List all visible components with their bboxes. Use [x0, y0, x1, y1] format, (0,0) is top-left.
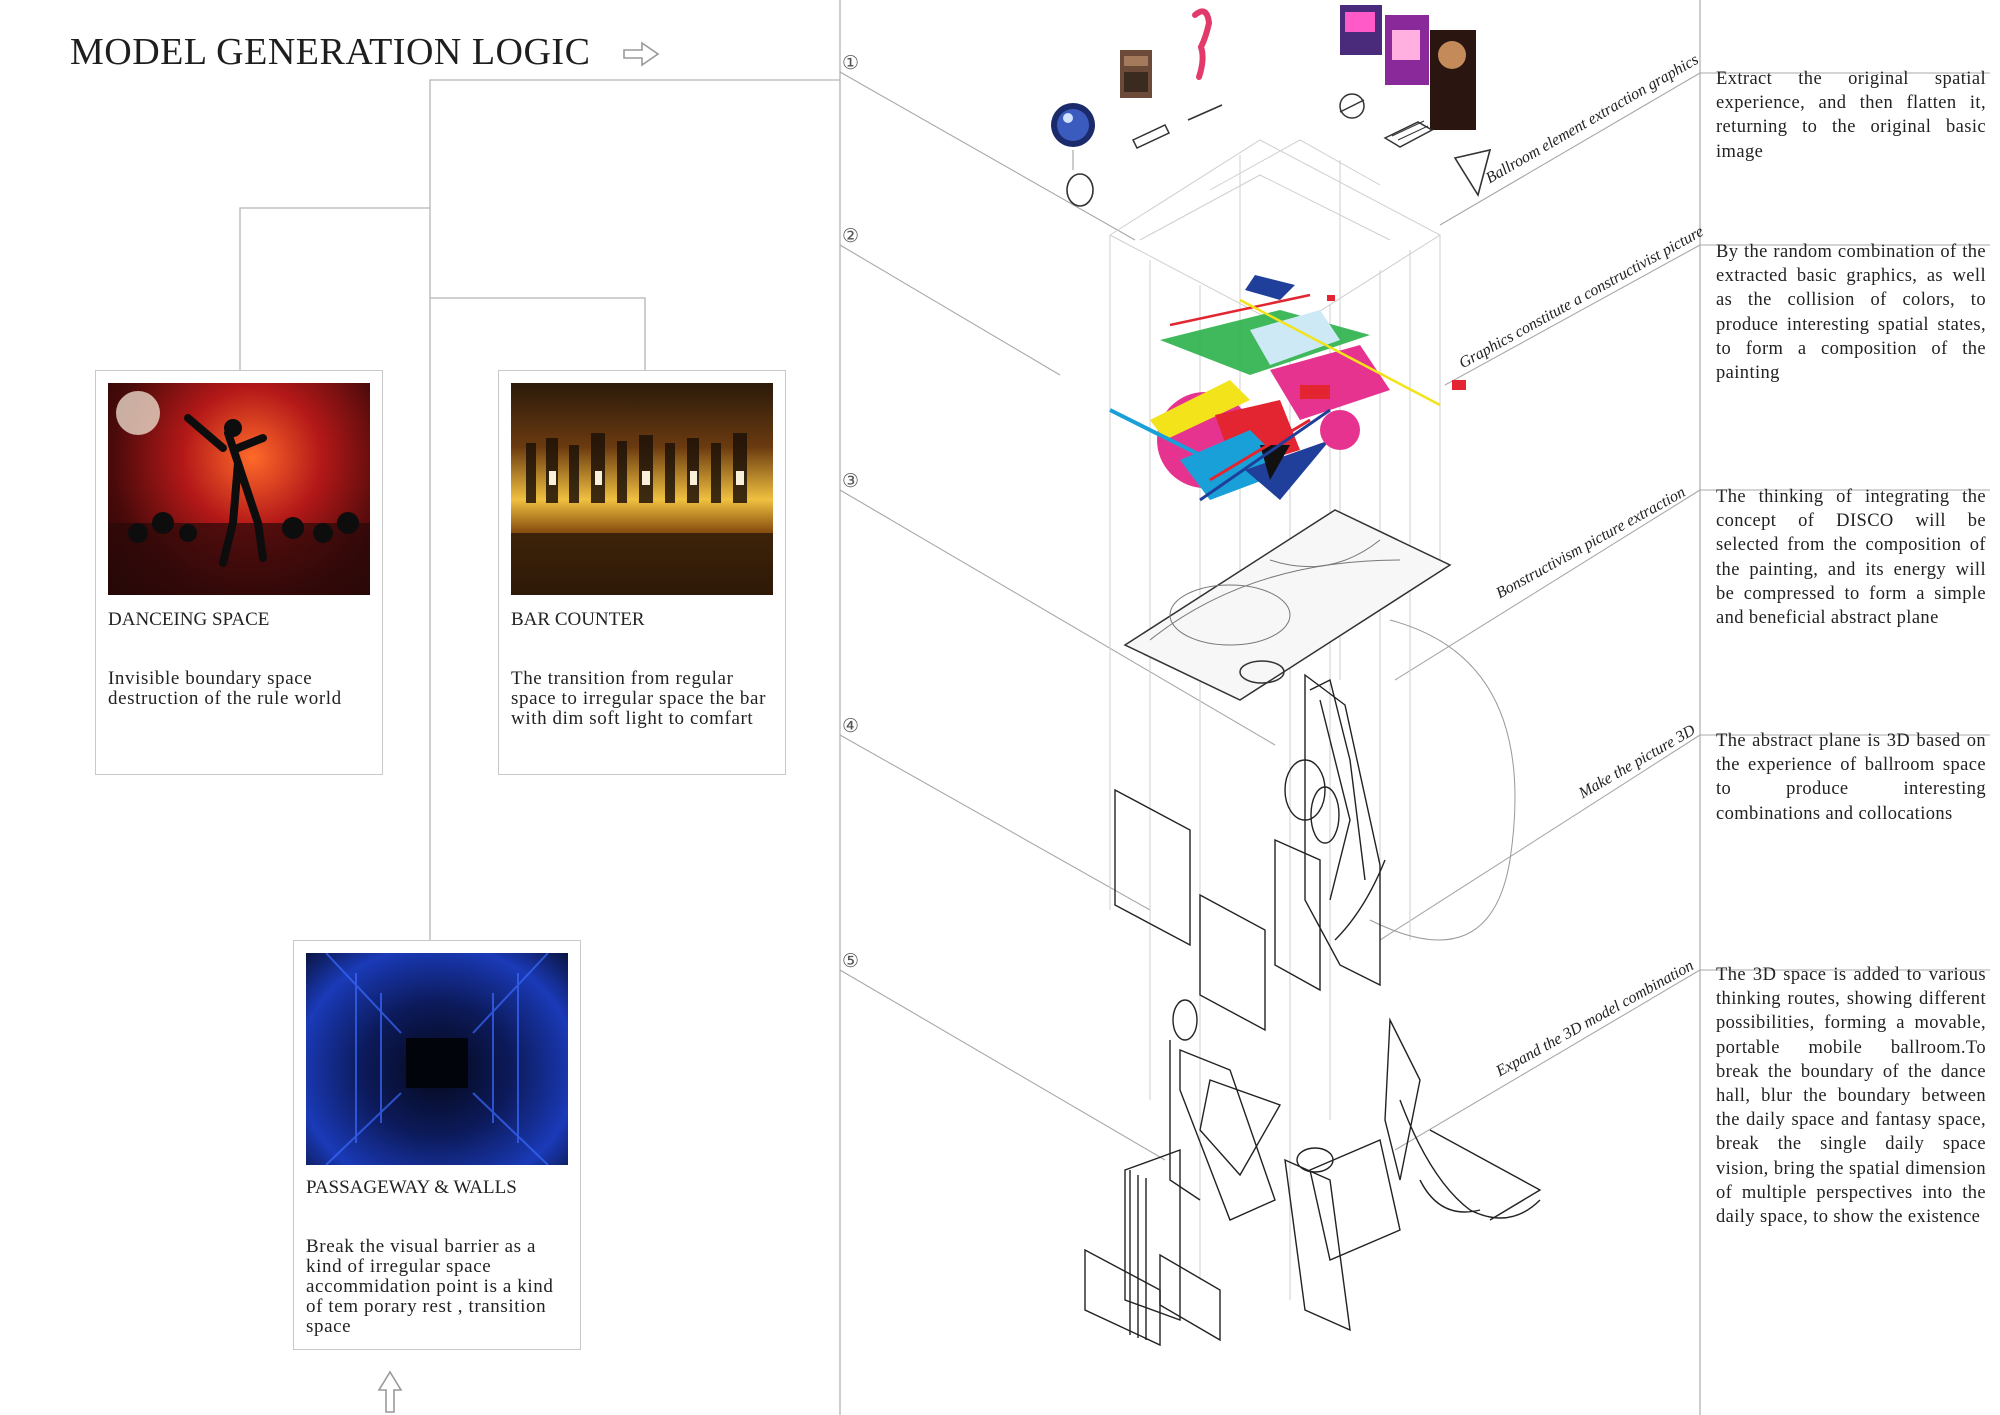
stage4-model: [1114, 673, 1386, 1032]
card-dancing-space: DANCEING SPACE Invisible boundary space …: [95, 370, 383, 775]
stage-number-4: ④: [842, 715, 860, 737]
stage3-plane: [1123, 509, 1516, 941]
card-description: Break the visual barrier as a kind of ir…: [306, 1236, 554, 1337]
dancing-photo: [108, 383, 370, 595]
stage-description-3: The thinking of integrating the concept …: [1716, 487, 1986, 629]
card-description: The transition from regular space to irr…: [511, 668, 766, 729]
stage5-model: [1084, 999, 1542, 1347]
stage-leader-lines: [839, 71, 1701, 1161]
card-title: PASSAGEWAY & WALLS: [306, 1177, 517, 1198]
stage-number-3: ③: [842, 470, 860, 492]
card-title: DANCEING SPACE: [108, 609, 270, 630]
stage-description-1: Extract the original spatial experience,…: [1716, 69, 1986, 162]
stage-number-2: ②: [842, 225, 860, 247]
bar-photo: [511, 383, 773, 595]
stage1-icons: [1051, 5, 1492, 207]
stage-description-5: The 3D space is added to various thinkin…: [1716, 965, 1986, 1228]
card-bar-counter: BAR COUNTER The transition from regular …: [498, 370, 786, 775]
stage-number-1: ①: [842, 52, 860, 74]
stage-description-2: By the random combination of the extract…: [1716, 242, 1986, 384]
passageway-photo: [306, 953, 568, 1165]
card-passageway-walls: PASSAGEWAY & WALLS Break the visual barr…: [293, 940, 581, 1350]
arrow-right-icon: [623, 41, 660, 67]
card-description: Invisible boundary space destruction of …: [108, 668, 342, 709]
text-underlines: [1700, 72, 1990, 971]
tree-connectors: [239, 79, 840, 1120]
stage2-composition: [1109, 275, 1466, 502]
stage-description-4: The abstract plane is 3D based on the ex…: [1716, 731, 1986, 824]
arrow-up-icon: [377, 1370, 403, 1413]
stage-number-5: ⑤: [842, 950, 860, 972]
page-title: MODEL GENERATION LOGIC: [70, 31, 591, 73]
card-title: BAR COUNTER: [511, 609, 645, 630]
